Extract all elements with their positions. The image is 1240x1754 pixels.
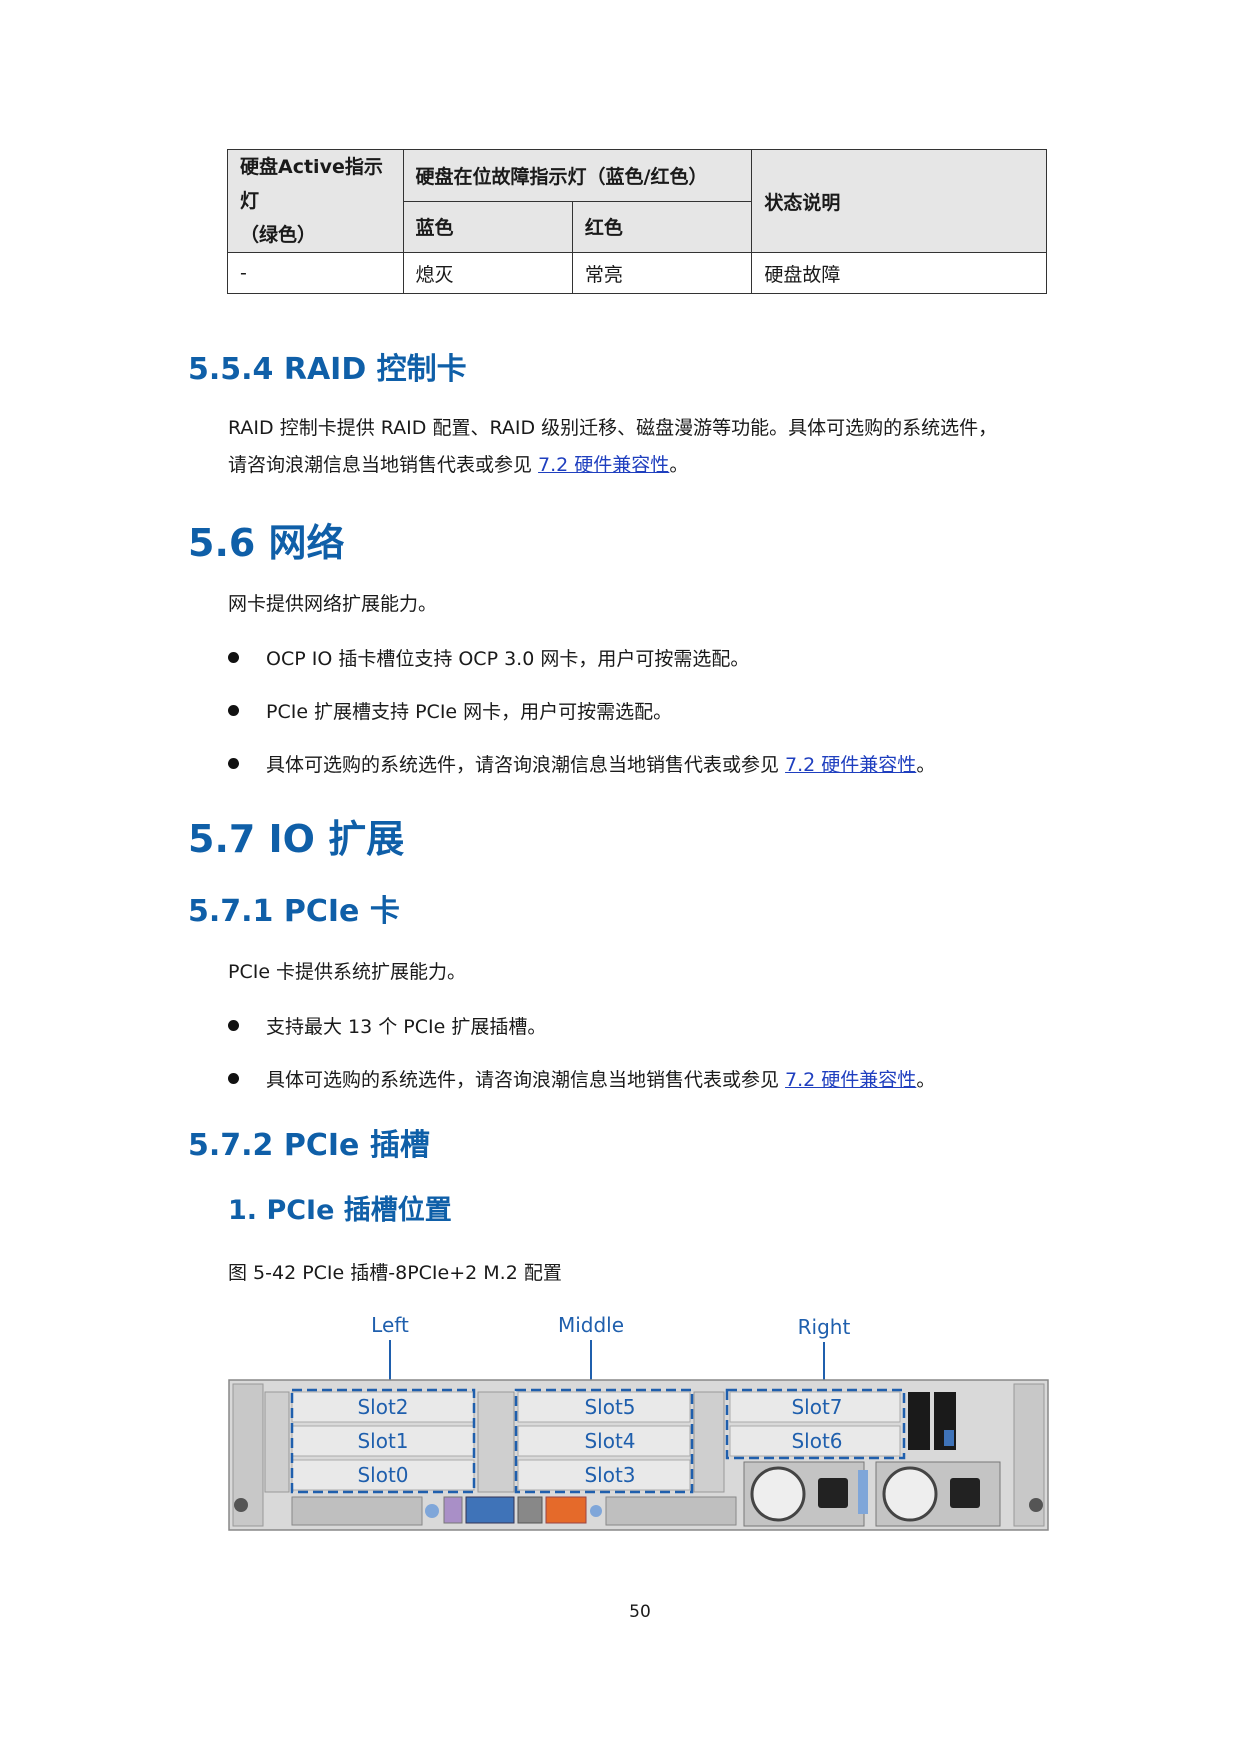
- page-number: 50: [629, 1602, 651, 1622]
- bullet-dot-icon: [228, 652, 239, 663]
- bullet-text: PCIe 扩展槽支持 PCIe 网卡，用户可按需选配。: [266, 701, 673, 723]
- list-item: OCP IO 插卡槽位支持 OCP 3.0 网卡，用户可按需选配。: [228, 644, 749, 671]
- vga-port: [465, 1496, 515, 1524]
- label-slot3: Slot3: [584, 1463, 635, 1487]
- screw-right-icon: [1029, 1498, 1043, 1512]
- label-middle: Middle: [558, 1313, 624, 1337]
- label-right: Right: [798, 1315, 851, 1339]
- label-slot5: Slot5: [584, 1395, 635, 1419]
- label-slot6: Slot6: [791, 1429, 842, 1453]
- bullet-dot-icon: [228, 705, 239, 716]
- link-hardware-compatibility[interactable]: 7.2 硬件兼容性: [785, 1069, 917, 1091]
- ocp-port-left: [291, 1496, 423, 1526]
- header-status: 状态说明: [751, 149, 1047, 253]
- drive-caddy-1: [908, 1392, 930, 1450]
- bullet-suffix: 。: [916, 754, 936, 776]
- left-slot-group: [290, 1388, 476, 1494]
- right-slot-group: [725, 1388, 906, 1460]
- drive-bay-right: [693, 1391, 725, 1493]
- figure-caption: 图 5-42 PCIe 插槽-8PCIe+2 M.2 配置: [228, 1262, 562, 1284]
- right-ear: [1013, 1383, 1045, 1527]
- heading-5-6: 5.6 网络: [188, 521, 345, 565]
- pcie-intro: PCIe 卡提供系统扩展能力。: [228, 961, 467, 983]
- bullet-text: 具体可选购的系统选件，请咨询浪潮信息当地销售代表或参见: [266, 1069, 786, 1091]
- raid-paragraph-line2: 请咨询浪潮信息当地销售代表或参见 7.2 硬件兼容性。: [228, 453, 688, 478]
- chassis: [228, 1379, 1049, 1531]
- bullet-text: OCP IO 插卡槽位支持 OCP 3.0 网卡，用户可按需选配。: [266, 648, 750, 670]
- bullet-text: 支持最大 13 个 PCIe 扩展插槽。: [266, 1016, 547, 1038]
- cell-active: -: [227, 252, 404, 294]
- heading-5-7: 5.7 IO 扩展: [188, 817, 405, 861]
- psu-right: [875, 1461, 1001, 1527]
- drive-bay-left: [264, 1391, 290, 1493]
- table-row: - 熄灭 常亮 硬盘故障: [227, 252, 1047, 294]
- heading-pcie-slot-location: 1. PCIe 插槽位置: [228, 1195, 452, 1226]
- bullet-suffix: 。: [916, 1069, 936, 1091]
- bullet-dot-icon: [228, 1073, 239, 1084]
- blue-latch-icon: [425, 1504, 439, 1518]
- label-slot1: Slot1: [357, 1429, 408, 1453]
- label-slot7: Slot7: [791, 1395, 842, 1419]
- led-status-table: 硬盘Active指示灯 （绿色） 硬盘在位故障指示灯（蓝色/红色） 状态说明 蓝…: [227, 149, 1047, 294]
- raid-paragraph-suffix: 。: [669, 454, 689, 476]
- list-item: PCIe 扩展槽支持 PCIe 网卡，用户可按需选配。: [228, 697, 672, 724]
- psu-left: [743, 1461, 868, 1527]
- usb-port: [517, 1496, 543, 1524]
- blue-latch-icon: [590, 1505, 602, 1517]
- drive-bay-middle: [477, 1391, 515, 1493]
- header-red: 红色: [571, 200, 753, 253]
- screw-left-icon: [234, 1498, 248, 1512]
- drive-caddy-2: [934, 1392, 956, 1450]
- header-active-led: 硬盘Active指示灯 （绿色）: [227, 149, 404, 253]
- cell-status: 硬盘故障: [751, 252, 1047, 294]
- header-fault-led: 硬盘在位故障指示灯（蓝色/红色）: [402, 149, 753, 202]
- link-hardware-compatibility[interactable]: 7.2 硬件兼容性: [785, 754, 917, 776]
- left-ear: [232, 1383, 264, 1527]
- header-active-line2: （绿色）: [240, 224, 317, 246]
- label-slot2: Slot2: [357, 1395, 408, 1419]
- bullet-dot-icon: [228, 1020, 239, 1031]
- header-blue: 蓝色: [402, 200, 573, 253]
- list-item: 具体可选购的系统选件，请咨询浪潮信息当地销售代表或参见 7.2 硬件兼容性。: [228, 750, 935, 777]
- raid-paragraph-prefix: 请咨询浪潮信息当地销售代表或参见: [228, 454, 539, 476]
- network-intro: 网卡提供网络扩展能力。: [228, 593, 438, 615]
- raid-paragraph-line1: RAID 控制卡提供 RAID 配置、RAID 级别迁移、磁盘漫游等功能。具体可…: [228, 417, 998, 439]
- label-slot0: Slot0: [357, 1463, 408, 1487]
- middle-slot-group: [514, 1388, 694, 1494]
- ocp-port-right: [605, 1496, 737, 1526]
- list-item: 具体可选购的系统选件，请咨询浪潮信息当地销售代表或参见 7.2 硬件兼容性。: [228, 1065, 935, 1092]
- link-hardware-compatibility[interactable]: 7.2 硬件兼容性: [538, 454, 670, 476]
- cell-red: 常亮: [571, 252, 753, 294]
- mgmt-port: [545, 1496, 587, 1524]
- cell-blue: 熄灭: [402, 252, 573, 294]
- list-item: 支持最大 13 个 PCIe 扩展插槽。: [228, 1012, 546, 1039]
- caddy-latch-icon: [944, 1430, 954, 1446]
- label-slot4: Slot4: [584, 1429, 635, 1453]
- bullet-dot-icon: [228, 758, 239, 769]
- header-active-line1: 硬盘Active指示灯: [240, 156, 383, 212]
- heading-5-5-4: 5.5.4 RAID 控制卡: [188, 352, 467, 387]
- label-left: Left: [371, 1313, 409, 1337]
- heading-5-7-2: 5.7.2 PCIe 插槽: [188, 1128, 430, 1163]
- usb-port-purple: [443, 1496, 463, 1524]
- heading-5-7-1: 5.7.1 PCIe 卡: [188, 894, 400, 929]
- bullet-text: 具体可选购的系统选件，请咨询浪潮信息当地销售代表或参见: [266, 754, 786, 776]
